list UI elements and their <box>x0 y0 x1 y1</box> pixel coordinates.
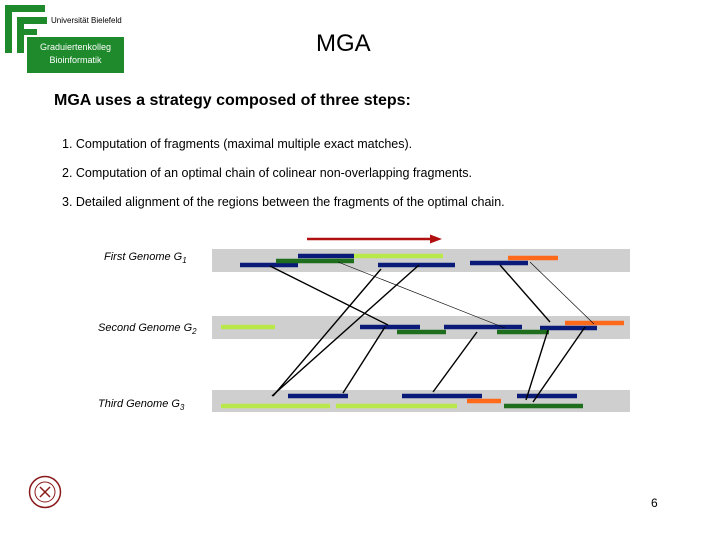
slide-subtitle: MGA uses a strategy composed of three st… <box>54 92 411 109</box>
genome-label-2: Second Genome G2 <box>98 322 197 336</box>
genome-label-text: First Genome G <box>104 251 183 263</box>
connector-line <box>271 264 420 397</box>
step-item: 1. Computation of fragments (maximal mul… <box>62 137 413 151</box>
connector-line <box>432 331 478 393</box>
connector-line <box>272 268 382 397</box>
connector-line-thin <box>529 261 595 325</box>
university-name: Universität Bielefeld <box>51 16 122 25</box>
genome-label-1: First Genome G1 <box>104 251 187 265</box>
program-line-2: Bioinformatik <box>49 55 102 65</box>
connector-line <box>499 264 551 323</box>
connector-line <box>342 326 386 394</box>
genome-label-subscript: 2 <box>192 327 197 336</box>
genome-label-3: Third Genome G3 <box>98 398 184 412</box>
slide-title: MGA <box>316 30 371 57</box>
page-number: 6 <box>651 496 658 510</box>
program-line-1: Graduiertenkolleg <box>39 42 112 52</box>
program-badge: Graduiertenkolleg Bioinformatik <box>27 37 124 73</box>
connector-line-thin <box>337 261 506 329</box>
university-logo: Universität Bielefeld Graduiertenkolleg … <box>5 5 125 73</box>
steps-list: 1. Computation of fragments (maximal mul… <box>62 137 505 224</box>
arrowhead-icon <box>430 234 442 244</box>
university-seal-icon <box>28 475 62 509</box>
step-item: 2. Computation of an optimal chain of co… <box>62 166 472 180</box>
step-item: 3. Detailed alignment of the regions bet… <box>62 195 505 209</box>
genome-label-subscript: 3 <box>179 403 185 412</box>
tf-logo-icon <box>5 5 47 53</box>
genome-label-text: Second Genome G <box>98 322 193 334</box>
connector-line <box>532 326 586 403</box>
genome-label-text: Third Genome G <box>98 398 180 410</box>
genome-label-subscript: 1 <box>182 256 187 265</box>
connector-line <box>525 329 549 401</box>
connector-line <box>269 265 389 326</box>
